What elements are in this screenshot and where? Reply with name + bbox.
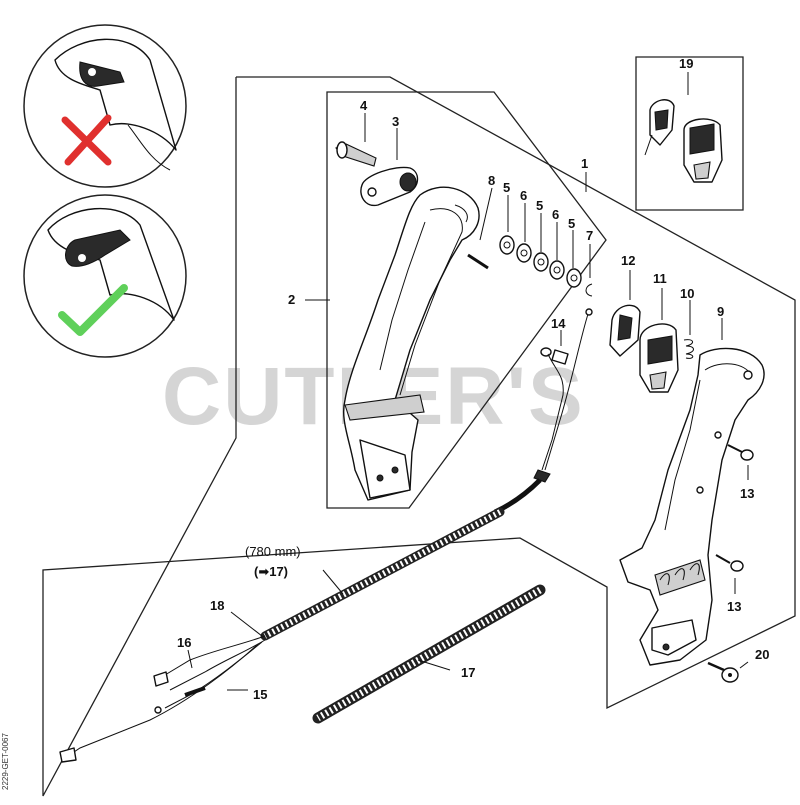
right-inset bbox=[23, 194, 187, 358]
handle-frame bbox=[326, 91, 607, 509]
callout-13-b: 13 bbox=[727, 599, 741, 614]
cable-length-note: (780 mm) bbox=[245, 544, 301, 559]
part-12-switch bbox=[609, 270, 641, 357]
check-icon bbox=[58, 284, 128, 336]
callout-6-b: 6 bbox=[552, 207, 559, 222]
callout-18: 18 bbox=[210, 598, 224, 613]
callout-10: 10 bbox=[680, 286, 694, 301]
callout-8: 8 bbox=[488, 173, 495, 188]
cable-ref-note: (➡17) bbox=[254, 564, 288, 579]
inset-frame bbox=[635, 56, 744, 211]
callout-3: 3 bbox=[392, 114, 399, 129]
main-frame bbox=[42, 76, 796, 797]
callout-5-b: 5 bbox=[536, 198, 543, 213]
callout-4: 4 bbox=[360, 98, 368, 113]
callout-19: 19 bbox=[679, 56, 693, 71]
part-8-pin bbox=[467, 187, 493, 270]
callout-5-a: 5 bbox=[503, 180, 510, 195]
part-2-housing bbox=[305, 186, 480, 501]
callout-9: 9 bbox=[717, 304, 724, 319]
part-19-assembly bbox=[644, 72, 723, 183]
callout-1: 1 bbox=[581, 156, 588, 171]
callout-5-c: 5 bbox=[568, 216, 575, 231]
callout-20: 20 bbox=[755, 647, 769, 662]
part-3-lever bbox=[360, 128, 419, 207]
part-13-screw-lower bbox=[715, 554, 744, 594]
washer-stack bbox=[499, 195, 593, 297]
part-17-tube bbox=[312, 584, 546, 724]
callout-15: 15 bbox=[253, 687, 267, 702]
part-11-trigger bbox=[639, 288, 679, 393]
part-13-screw-upper bbox=[727, 444, 754, 480]
callout-13-a: 13 bbox=[740, 486, 754, 501]
drawing-code: 2229-GET-0067 bbox=[1, 733, 10, 790]
cross-icon bbox=[61, 114, 112, 166]
part-9-handle bbox=[619, 318, 765, 666]
callout-11: 11 bbox=[653, 271, 667, 286]
callout-17: 17 bbox=[461, 665, 475, 680]
part-20-screw bbox=[707, 661, 749, 683]
callout-2: 2 bbox=[288, 292, 295, 307]
callout-12: 12 bbox=[621, 253, 635, 268]
part-4-screw bbox=[335, 113, 377, 167]
callout-6-a: 6 bbox=[520, 188, 527, 203]
part-10-spring bbox=[683, 300, 694, 359]
wrong-inset bbox=[23, 24, 187, 188]
callout-16: 16 bbox=[177, 635, 191, 650]
callout-14: 14 bbox=[551, 316, 566, 331]
callout-7: 7 bbox=[586, 228, 593, 243]
part-18-cable bbox=[59, 507, 505, 763]
